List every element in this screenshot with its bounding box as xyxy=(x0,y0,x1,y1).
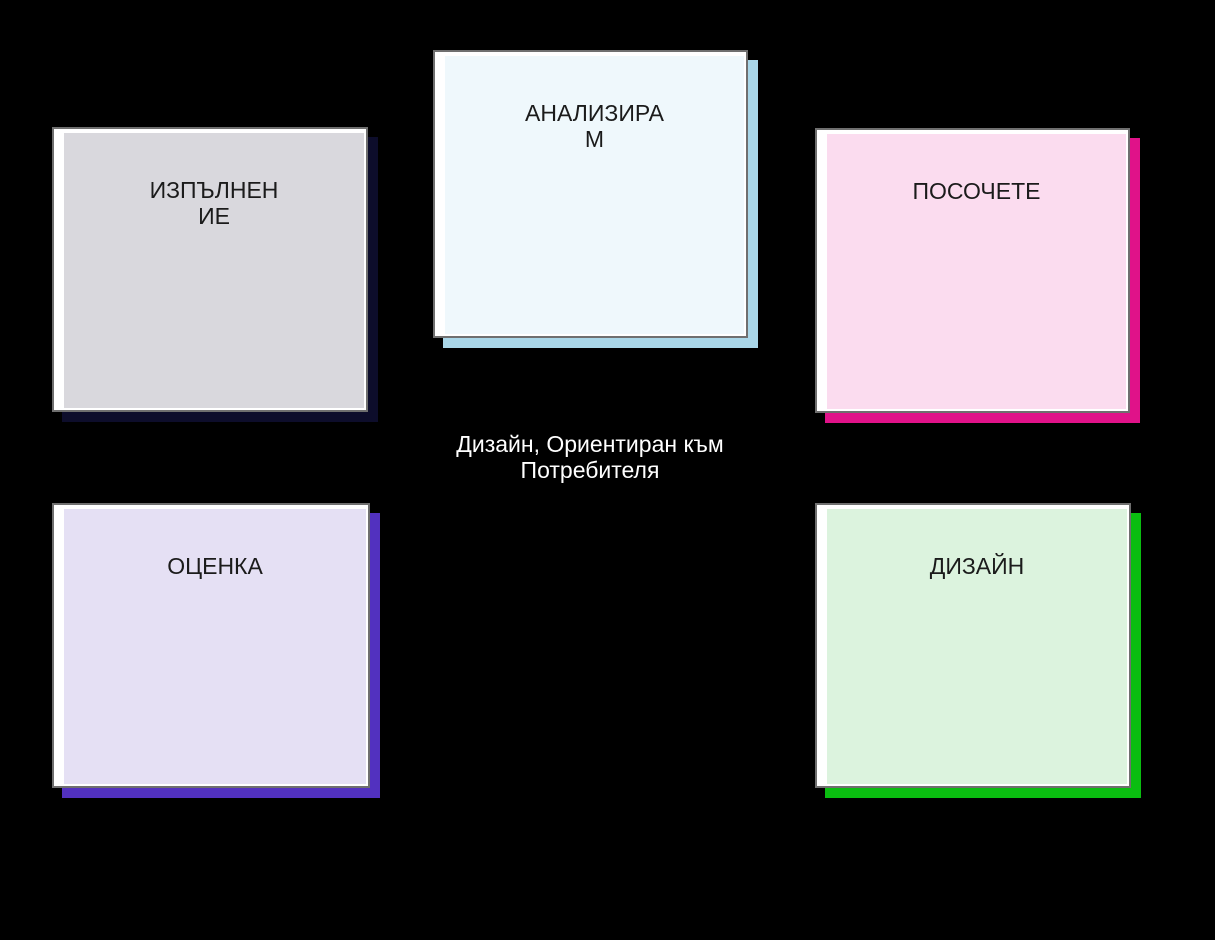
shape-posochete-fill: ПОСОЧЕТЕ xyxy=(827,134,1126,409)
shape-posochete-label-line1: ПОСОЧЕТЕ xyxy=(912,178,1041,204)
shape-dizain-label-line1: ДИЗАЙН xyxy=(929,553,1025,579)
shape-dizain-fill: ДИЗАЙН xyxy=(827,509,1127,784)
shape-analizirame-label-line1: АНАЛИЗИРА xyxy=(525,100,664,126)
shape-otsenka-fill: ОЦЕНКА xyxy=(64,509,366,784)
shape-analizirame[interactable]: АНАЛИЗИРА М xyxy=(433,50,758,348)
shape-posochete-card: ПОСОЧЕТЕ xyxy=(815,128,1130,413)
shape-otsenka-label-line1: ОЦЕНКА xyxy=(167,553,263,579)
shape-dizain[interactable]: ДИЗАЙН xyxy=(815,503,1141,798)
shape-dizain-label: ДИЗАЙН xyxy=(827,509,1127,579)
diagram-title-line2: Потребителя xyxy=(520,457,660,483)
shape-izpalnenie-fill: ИЗПЪЛНЕН ИЕ xyxy=(64,133,364,408)
shape-analizirame-fill: АНАЛИЗИРА М xyxy=(445,56,744,334)
shape-otsenka-card: ОЦЕНКА xyxy=(52,503,370,788)
shape-analizirame-card: АНАЛИЗИРА М xyxy=(433,50,748,338)
shape-posochete-label: ПОСОЧЕТЕ xyxy=(827,134,1126,204)
shape-izpalnenie-card: ИЗПЪЛНЕН ИЕ xyxy=(52,127,368,412)
diagram-title[interactable]: Дизайн, Ориентиран към Потребителя xyxy=(390,431,790,483)
shape-posochete[interactable]: ПОСОЧЕТЕ xyxy=(815,128,1140,423)
diagram-title-line1: Дизайн, Ориентиран към xyxy=(456,431,724,457)
shape-analizirame-label: АНАЛИЗИРА М xyxy=(445,56,744,152)
shape-otsenka[interactable]: ОЦЕНКА xyxy=(52,503,380,798)
shape-otsenka-label: ОЦЕНКА xyxy=(64,509,366,579)
shape-analizirame-label-line2: М xyxy=(584,126,605,152)
shape-izpalnenie-label: ИЗПЪЛНЕН ИЕ xyxy=(64,133,364,229)
shape-izpalnenie[interactable]: ИЗПЪЛНЕН ИЕ xyxy=(52,127,378,422)
shape-dizain-card: ДИЗАЙН xyxy=(815,503,1131,788)
shape-izpalnenie-label-line1: ИЗПЪЛНЕН xyxy=(149,177,279,203)
shape-izpalnenie-label-line2: ИЕ xyxy=(198,203,230,229)
